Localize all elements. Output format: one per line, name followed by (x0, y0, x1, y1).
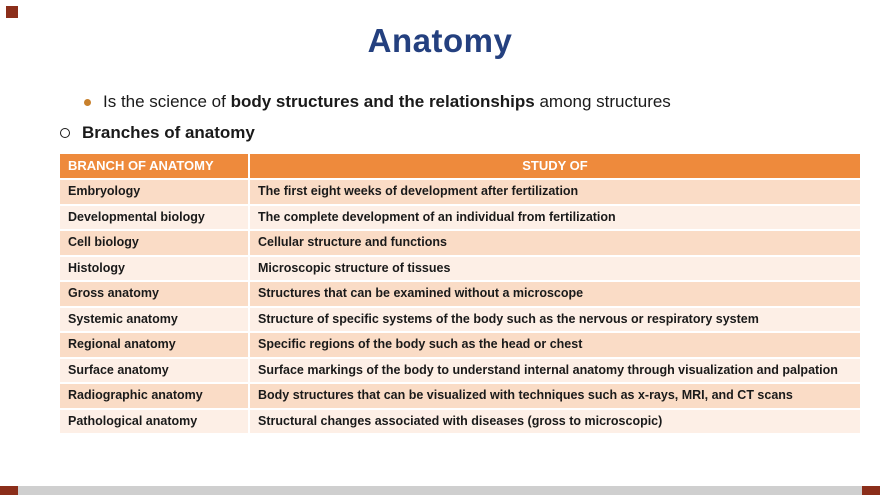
table-row: Embryology The first eight weeks of deve… (58, 178, 862, 206)
bullet1-suffix: among structures (534, 92, 671, 111)
cell-study: Specific regions of the body such as the… (248, 331, 862, 359)
table-row: Radiographic anatomy Body structures tha… (58, 382, 862, 410)
table-row: Regional anatomy Specific regions of the… (58, 331, 862, 359)
table-row: Pathological anatomy Structural changes … (58, 407, 862, 436)
cell-study: Structure of specific systems of the bod… (248, 305, 862, 334)
cell-study: Body structures that can be visualized w… (248, 382, 862, 410)
cell-branch: Radiographic anatomy (58, 382, 250, 410)
cell-study: Structures that can be examined without … (248, 280, 862, 308)
table-row: Developmental biology The complete devel… (58, 203, 862, 232)
slide-title: Anatomy (367, 22, 513, 59)
bullet-circle-icon (60, 128, 70, 138)
top-left-accent-square (6, 6, 18, 18)
cell-study: Microscopic structure of tissues (248, 254, 862, 283)
footer-left-accent-square (0, 486, 18, 495)
cell-branch: Systemic anatomy (58, 305, 250, 334)
bullet1-prefix: Is the science of (103, 92, 231, 111)
header-branch-of-anatomy: BRANCH OF ANATOMY (58, 151, 250, 181)
table-header: BRANCH OF ANATOMY STUDY OF (58, 151, 862, 181)
cell-study: Cellular structure and functions (248, 229, 862, 257)
cell-study: Surface markings of the body to understa… (248, 356, 862, 385)
cell-study: Structural changes associated with disea… (248, 407, 862, 436)
cell-branch: Regional anatomy (58, 331, 250, 359)
bullet-dot-icon (84, 98, 91, 106)
cell-branch: Pathological anatomy (58, 407, 250, 436)
table-row: Gross anatomy Structures that can be exa… (58, 280, 862, 308)
table-row: Histology Microscopic structure of tissu… (58, 254, 862, 283)
table-row: Systemic anatomy Structure of specific s… (58, 305, 862, 334)
cell-branch: Surface anatomy (58, 356, 250, 385)
footer-bar (0, 486, 880, 495)
bullet1-bold: body structures and the relationships (230, 92, 535, 111)
branches-of-anatomy-table: BRANCH OF ANATOMY STUDY OF Embryology Th… (58, 151, 862, 436)
bullet-line-science: Is the science of body structures and th… (84, 92, 671, 112)
cell-study: The first eight weeks of development aft… (248, 178, 862, 206)
cell-study: The complete development of an individua… (248, 203, 862, 232)
header-study-of: STUDY OF (248, 151, 862, 181)
table-row: Cell biology Cellular structure and func… (58, 229, 862, 257)
table-body: Embryology The first eight weeks of deve… (58, 178, 862, 436)
cell-branch: Gross anatomy (58, 280, 250, 308)
table-header-row: BRANCH OF ANATOMY STUDY OF (58, 151, 862, 181)
bullet-line-branches: Branches of anatomy (60, 123, 255, 143)
bullet1-text: Is the science of body structures and th… (103, 92, 671, 112)
footer-right-accent-square (862, 486, 880, 495)
cell-branch: Histology (58, 254, 250, 283)
cell-branch: Embryology (58, 178, 250, 206)
cell-branch: Cell biology (58, 229, 250, 257)
cell-branch: Developmental biology (58, 203, 250, 232)
table-row: Surface anatomy Surface markings of the … (58, 356, 862, 385)
bullet2-text: Branches of anatomy (82, 123, 255, 142)
